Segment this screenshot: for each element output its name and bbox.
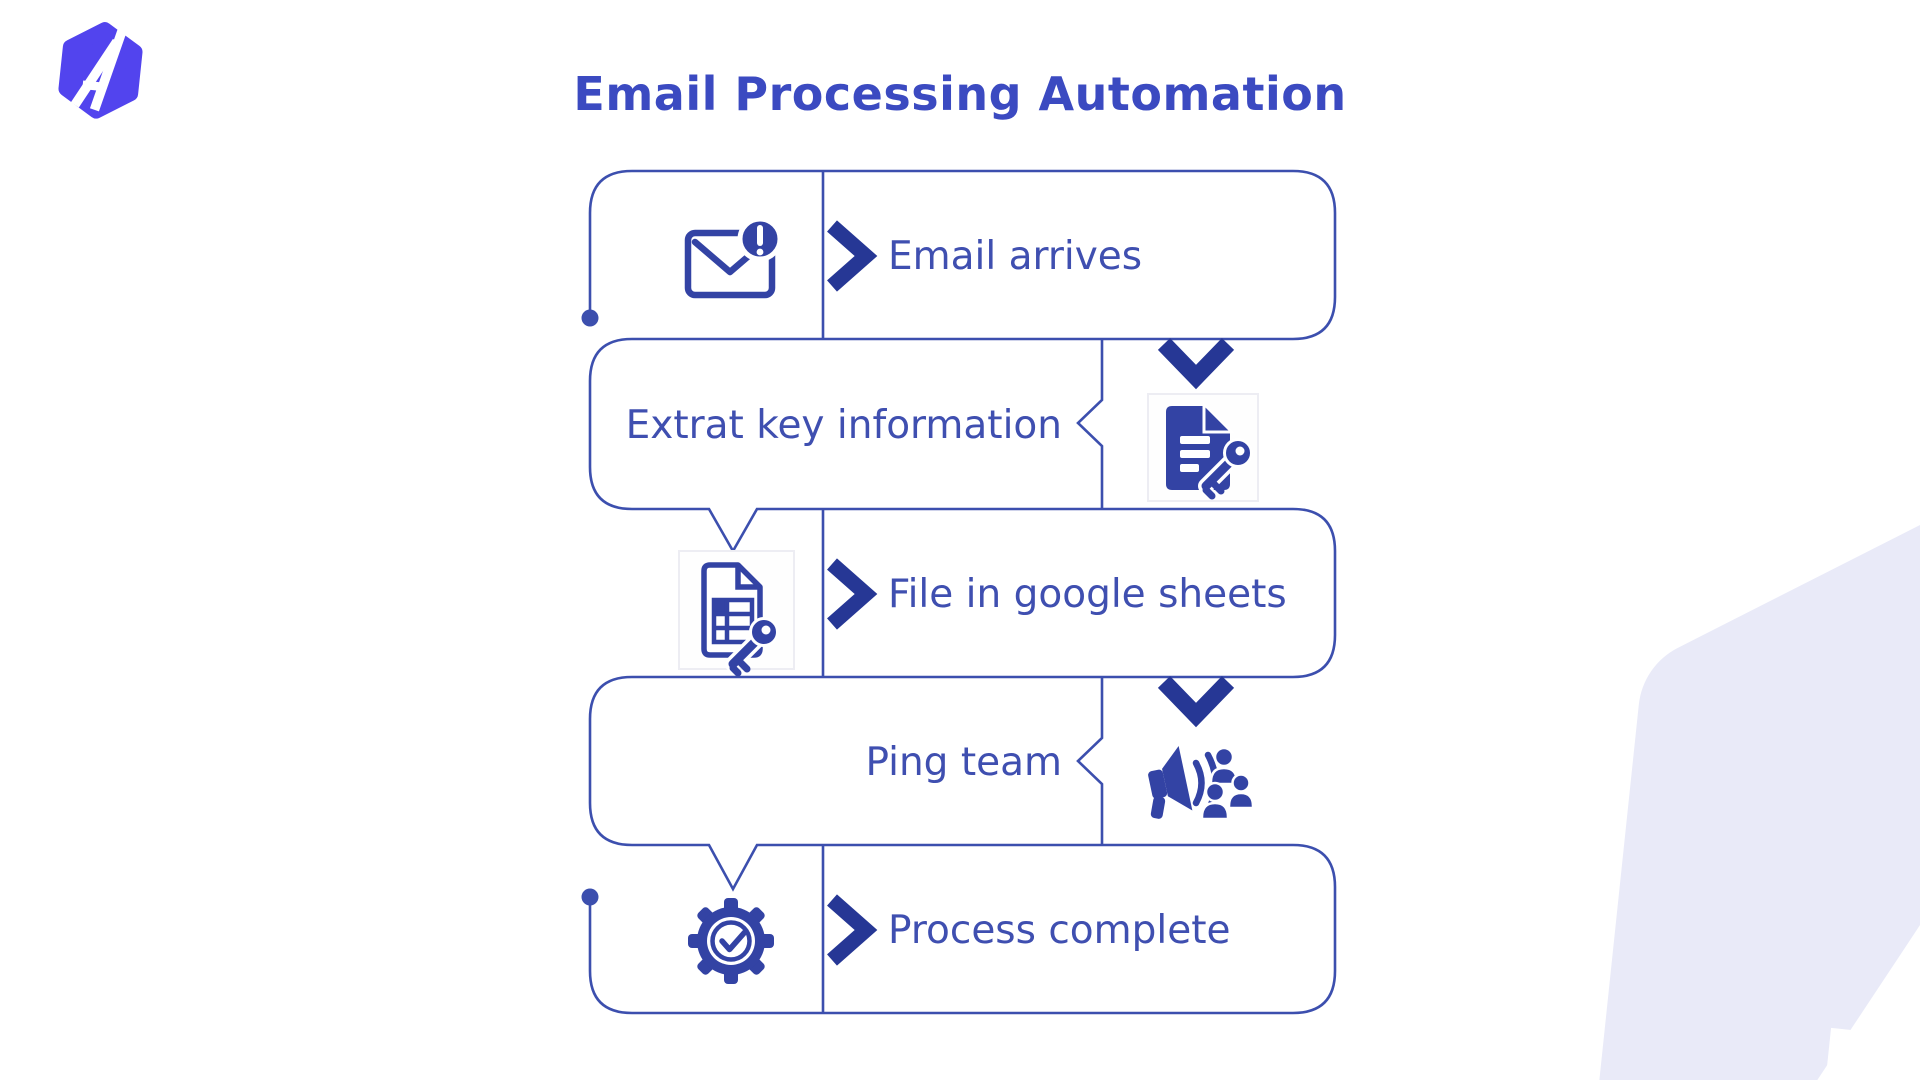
flow-step-email-arrives: Email arrives	[684, 216, 1142, 299]
flow-step-extract-key-information: Extrat key information	[626, 400, 1253, 500]
document-key-icon	[1166, 400, 1253, 500]
end-dot	[581, 888, 599, 906]
flow-step-file-in-google-sheets: File in google sheets	[701, 562, 1287, 677]
right-chevron-icon	[827, 220, 878, 292]
right-chevron-icon	[827, 894, 878, 966]
node-dividers	[821, 172, 1104, 1012]
divider-step-4	[1076, 678, 1104, 844]
step-label: Email arrives	[888, 234, 1142, 279]
spreadsheet-key-icon	[701, 562, 779, 677]
email-alert-icon	[684, 216, 783, 299]
flow-step-ping-team: Ping team	[865, 740, 1255, 821]
step-label: Process complete	[888, 908, 1231, 953]
start-dot	[581, 309, 599, 327]
step-label: Ping team	[865, 740, 1062, 785]
down-arrow-icon	[1157, 338, 1235, 390]
down-arrow-icon	[1157, 676, 1235, 728]
flow-step-process-complete: Process complete	[688, 898, 1231, 984]
page-title: Email Processing Automation	[573, 67, 1346, 121]
megaphone-team-icon	[1148, 745, 1255, 821]
brand-watermark	[1650, 479, 1920, 1080]
gear-check-icon	[688, 898, 774, 984]
flow-outline	[588, 169, 1337, 1015]
brand-logo	[64, 23, 137, 115]
divider-step-2	[1076, 340, 1104, 508]
step-label: Extrat key information	[626, 403, 1062, 448]
right-chevron-icon	[827, 558, 878, 630]
step-label: File in google sheets	[888, 572, 1287, 617]
